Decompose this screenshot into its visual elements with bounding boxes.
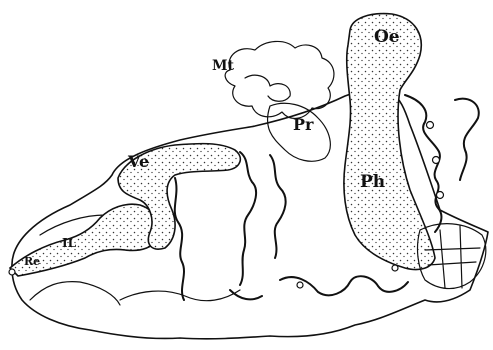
node-mark [297, 282, 303, 288]
node-mark [427, 122, 434, 129]
vessel-left [175, 178, 184, 300]
vessel-center-2 [270, 155, 286, 258]
label-pr: Pr [293, 115, 314, 134]
node-mark [392, 265, 398, 271]
node-mark [437, 192, 444, 199]
label-il: IL [62, 236, 77, 250]
label-re: Re [24, 255, 40, 268]
anus-mark [9, 269, 15, 275]
malpighian-inner [245, 75, 290, 101]
vessel-right-2 [455, 99, 479, 180]
pharynx [344, 14, 435, 270]
vessel-center [240, 152, 256, 285]
label-oe: Oe [374, 27, 400, 47]
left-fold-2 [30, 282, 120, 305]
lower-fold [120, 290, 240, 301]
label-ve: Ve [127, 152, 149, 171]
label-mt: Mt [212, 58, 234, 74]
label-ph: Ph [360, 172, 385, 192]
vessel-bottom-2 [230, 290, 262, 299]
node-mark [433, 157, 440, 164]
